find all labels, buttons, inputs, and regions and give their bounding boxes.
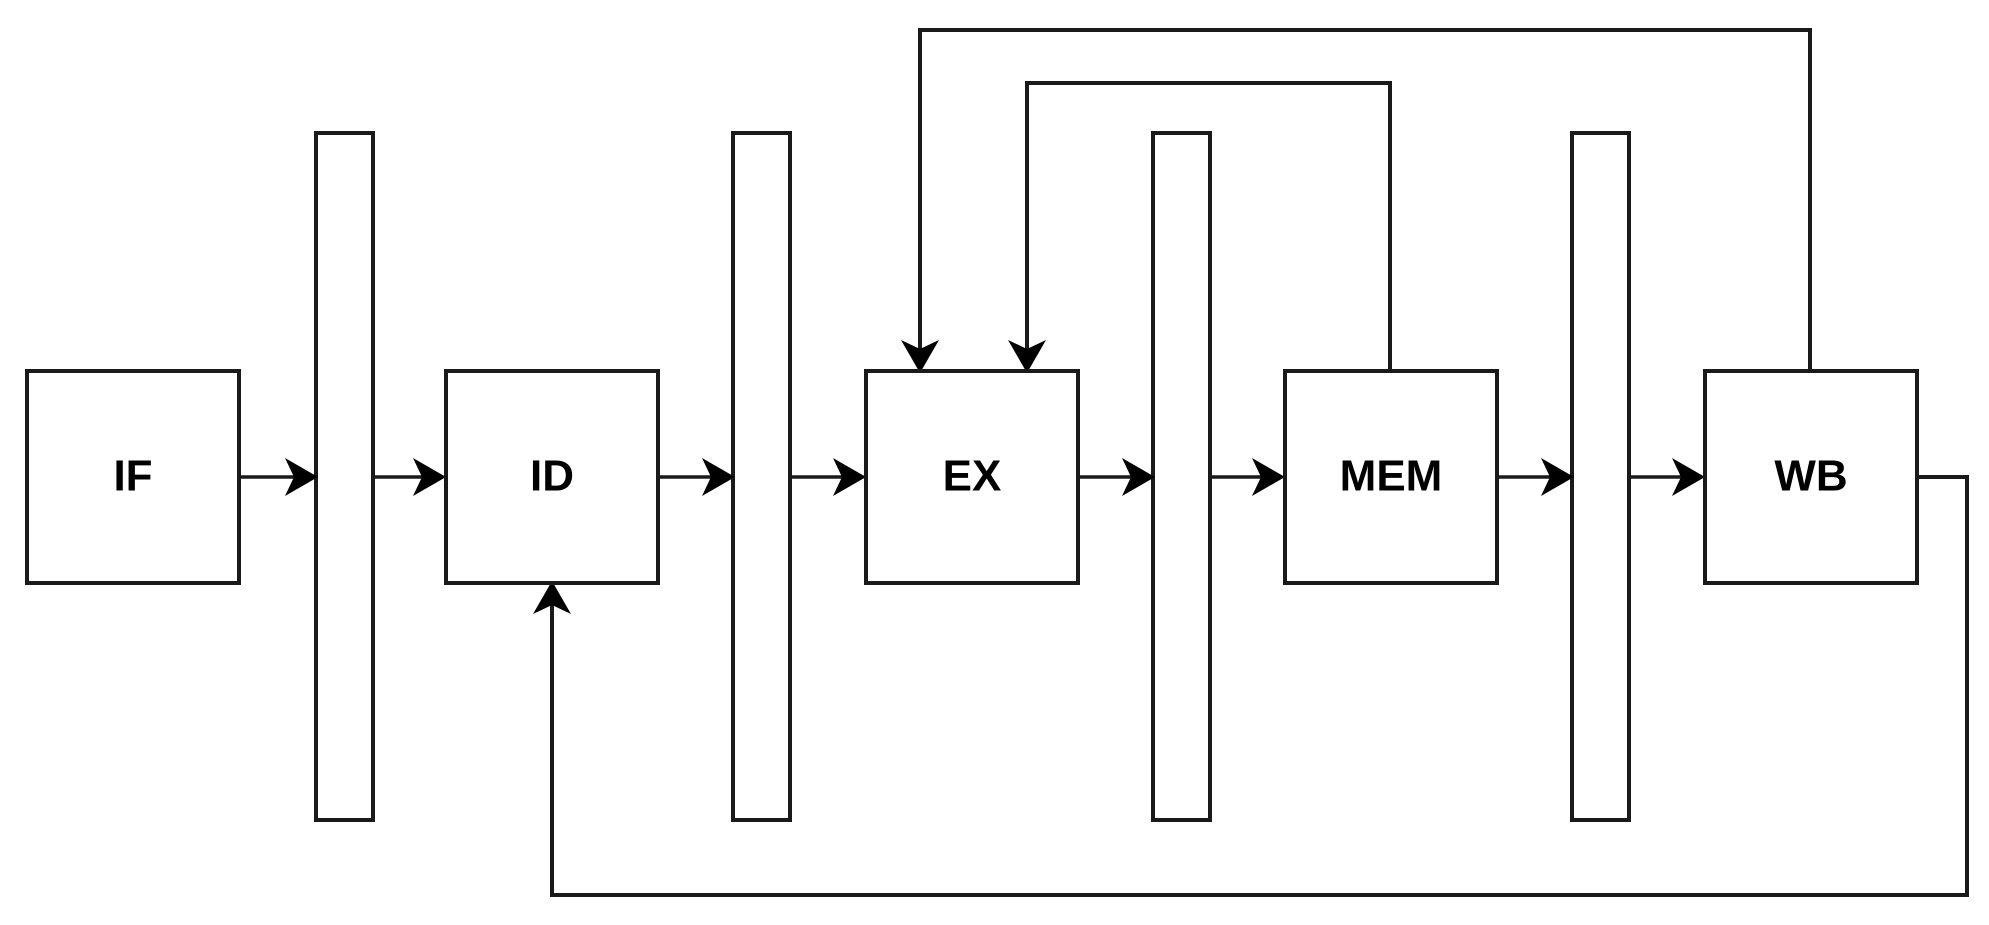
stage-ex-label: EX	[943, 452, 1002, 501]
connector-ex-to-latch3	[1078, 458, 1155, 496]
ex-to-latch3-arrowhead	[1122, 458, 1155, 496]
stage-if-label: IF	[113, 452, 152, 501]
stage-mem-box[interactable]	[1283, 369, 1499, 585]
stage-wb-box[interactable]	[1703, 369, 1919, 585]
mem-to-ex-wire	[1025, 81, 1392, 371]
pipeline-latch-ex-mem	[1151, 131, 1212, 822]
connector-latch4-to-wb	[1628, 458, 1705, 496]
stage-wb[interactable]: WB	[1703, 369, 1919, 585]
stage-mem[interactable]: MEM	[1283, 369, 1499, 585]
stage-mem-label: MEM	[1340, 452, 1443, 501]
forwarding-path-wb-to-ex	[901, 28, 1812, 373]
wb-to-ex-wire	[918, 28, 1812, 371]
stage-ex-box[interactable]	[864, 369, 1080, 585]
connector-latch3-to-mem	[1210, 458, 1285, 496]
pipeline-latch-mem-wb	[1570, 131, 1631, 822]
if-to-latch1-arrowhead	[285, 458, 318, 496]
wb-to-id-arrowhead	[533, 581, 571, 614]
stage-if[interactable]: IF	[25, 369, 241, 585]
latch3-to-mem-arrowhead	[1252, 458, 1285, 496]
pipeline-latch-if-id	[314, 131, 375, 822]
wb-to-ex-arrowhead	[901, 340, 939, 373]
stage-wb-label: WB	[1774, 452, 1847, 501]
stage-id-label: ID	[530, 452, 574, 501]
latch1-to-id-arrowhead	[413, 458, 446, 496]
latch2-to-ex-arrowhead	[833, 458, 866, 496]
pipeline-latch-id-ex	[731, 131, 792, 822]
connector-mem-to-latch4	[1497, 458, 1574, 496]
id-to-latch2-arrowhead	[702, 458, 735, 496]
forwarding-path-mem-to-ex	[1008, 81, 1392, 373]
stage-if-box[interactable]	[25, 369, 241, 585]
stage-id[interactable]: ID	[444, 369, 660, 585]
mem-to-latch4-arrowhead	[1541, 458, 1574, 496]
connector-latch1-to-id	[373, 458, 446, 496]
connector-id-to-latch2	[658, 458, 735, 496]
latch4-to-wb-arrowhead	[1672, 458, 1705, 496]
wb-to-id-wire	[550, 475, 1969, 897]
connector-latch2-to-ex	[790, 458, 866, 496]
stage-id-box[interactable]	[444, 369, 660, 585]
connector-if-to-latch1	[239, 458, 318, 496]
feedback-path-wb-to-id	[533, 475, 1969, 897]
mem-to-ex-arrowhead	[1008, 340, 1046, 373]
stage-ex[interactable]: EX	[864, 369, 1080, 585]
